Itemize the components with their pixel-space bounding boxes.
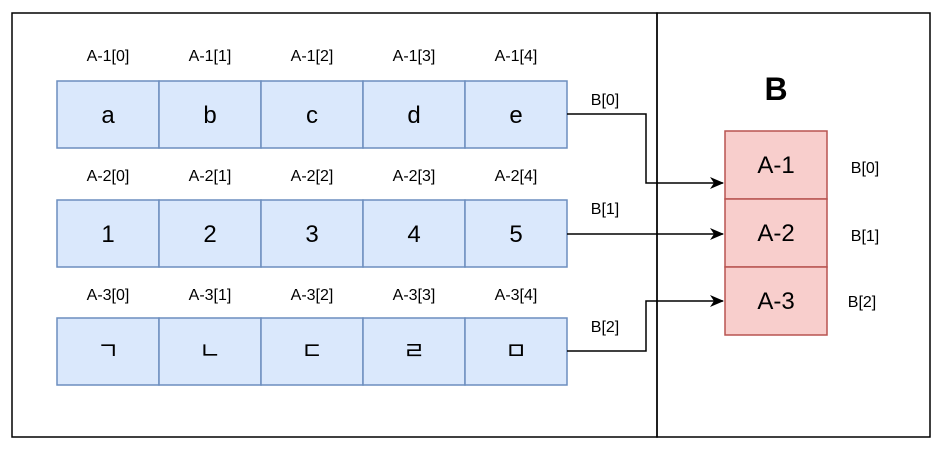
array-cell	[362, 317, 466, 386]
b-array-title: B	[764, 71, 787, 107]
index-label: A-1[2]	[291, 48, 334, 65]
cell-value: 4	[407, 221, 420, 248]
cell-value: b	[203, 102, 216, 129]
right-panel-frame	[656, 12, 931, 438]
cell-value: a	[101, 102, 115, 129]
cell-value: ㅁ	[505, 338, 527, 365]
index-label: A-3[1]	[189, 287, 232, 304]
array-cell	[56, 199, 160, 268]
index-label: A-2[2]	[291, 168, 334, 185]
array-cell	[158, 199, 262, 268]
cell-value: c	[306, 102, 318, 129]
link-label: B[0]	[591, 92, 619, 109]
cell-value: 3	[305, 221, 318, 248]
array-a2: A-2[0] A-2[1] A-2[2] A-2[3] A-2[4] 1 2 3…	[56, 168, 619, 268]
index-label: A-3[2]	[291, 287, 334, 304]
array-cell	[158, 317, 262, 386]
array-cell	[260, 80, 364, 149]
index-label: A-3[4]	[495, 287, 538, 304]
array-cell	[158, 80, 262, 149]
cell-value: 1	[101, 221, 114, 248]
cell-value: 2	[203, 221, 216, 248]
cell-value: ㄱ	[97, 338, 119, 365]
array-cell	[464, 199, 568, 268]
cell-value: e	[509, 102, 522, 129]
cell-value: ㄴ	[199, 338, 221, 365]
b-cell	[724, 130, 828, 200]
cell-value: 5	[509, 221, 522, 248]
index-label: A-2[1]	[189, 168, 232, 185]
cell-value: ㄷ	[301, 338, 323, 365]
link-label: B[2]	[591, 319, 619, 336]
array-cell	[260, 317, 364, 386]
connector-arrow-b0	[567, 113, 724, 189]
array-b: A-1 A-2 A-3 B[0] B[1] B[2]	[724, 130, 879, 336]
array-cell	[464, 80, 568, 149]
index-label: A-1[1]	[189, 48, 232, 65]
index-label: A-1[3]	[393, 48, 436, 65]
index-label: A-2[4]	[495, 168, 538, 185]
array-cell	[56, 80, 160, 149]
b-cell-value: A-2	[757, 220, 794, 247]
index-label: A-2[0]	[87, 168, 130, 185]
array-a1: A-1[0] A-1[1] A-1[2] A-1[3] A-1[4] a b c…	[56, 48, 619, 149]
array-cell	[464, 317, 568, 386]
b-cell-value: A-1	[757, 152, 794, 179]
index-label: A-3[3]	[393, 287, 436, 304]
index-label: A-2[3]	[393, 168, 436, 185]
b-cell	[724, 266, 828, 336]
b-cell	[724, 198, 828, 268]
array-cell	[362, 80, 466, 149]
index-label: A-1[4]	[495, 48, 538, 65]
array-a3: A-3[0] A-3[1] A-3[2] A-3[3] A-3[4] ㄱ ㄴ ㄷ…	[56, 287, 619, 386]
index-label: A-3[0]	[87, 287, 130, 304]
link-label: B[1]	[591, 201, 619, 218]
b-cell-value: A-3	[757, 288, 794, 315]
index-label: A-1[0]	[87, 48, 130, 65]
cell-value: ㄹ	[403, 338, 425, 365]
b-index-label: B[2]	[848, 294, 876, 311]
b-index-label: B[0]	[851, 160, 879, 177]
b-index-label: B[1]	[851, 228, 879, 245]
connector-arrow-b2	[567, 295, 724, 352]
cell-value: d	[407, 102, 420, 129]
